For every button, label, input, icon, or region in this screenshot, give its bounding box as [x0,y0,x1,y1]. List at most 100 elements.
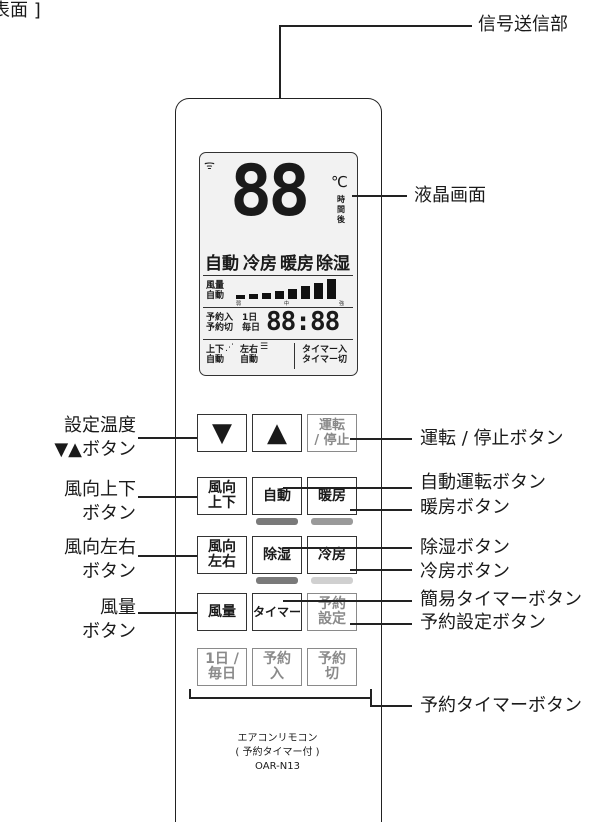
callout-reserve-timer: 予約タイマーボタン [420,695,582,716]
fan-label: 風量 [208,603,236,620]
cool-leader [350,569,412,571]
reserve-on-button[interactable]: 予約 入 [252,648,302,686]
dehumid-label: 除湿 [263,546,291,563]
callout-cool: 冷房ボタン [420,561,510,582]
lcd-reserve-label: 予約入 予約切 [206,313,234,333]
horiz-label: 風向左右 ボタン [34,536,136,584]
lcd-divider-2 [203,307,353,308]
run-stop-label: 運転 / 停止 [314,418,350,448]
horiz-direction-button[interactable]: 風向 左右 [197,536,247,574]
cool-color-strip [311,577,353,584]
lcd-time-label: 時 間 後 [337,195,345,224]
horiz-label-line2: ボタン [82,561,136,582]
fan-scale-weak: 弱 [236,301,242,307]
simple-timer-label: タイマー [253,604,302,619]
fan-label-line2: ボタン [82,621,136,642]
lcd-fan-label: 風量 自動 [206,281,225,301]
vert-leader [138,496,197,498]
model-line-1: エアコンリモコン [237,733,318,744]
auto-color-strip [256,518,298,525]
fan-bar [262,293,271,299]
horiz-label-line1: 風向左右 [64,537,136,558]
dehumid-leader [283,547,412,549]
lcd-timer-label: タイマー入 タイマー切 [302,345,348,365]
reserve-bracket-r [370,689,372,698]
heat-leader [350,509,412,511]
fan-bar [288,289,297,299]
fan-bar [236,295,245,299]
temp-label-line2: ▼▲ボタン [54,439,136,460]
temp-up-label: ▲ [267,417,287,448]
lcd-big-digits: 88 [230,150,310,232]
simple-timer-button[interactable]: タイマー [252,593,302,631]
vert-direction-label: 風向 上下 [208,480,236,511]
horiz-direction-label: 風向 左右 [208,539,236,570]
lcd-leader [352,195,407,197]
dehumid-button[interactable]: 除湿 [252,536,302,574]
lcd-vert-label: 上下 自動 [206,345,225,365]
signal-leader-h [279,25,472,27]
auto-run-label: 自動 [263,487,291,504]
vert-label: 風向上下 ボタン [34,478,136,526]
dehumid-color-strip [256,577,298,584]
callout-run-stop: 運転 / 停止ボタン [420,428,564,449]
callout-simple-timer: 簡易タイマーボタン [420,589,582,610]
reserve-leader [370,705,412,707]
temp-up-button[interactable]: ▲ [252,414,302,452]
temp-down-button[interactable]: ▼ [197,414,247,452]
vert-swing-icon: ⋰ [225,343,234,353]
fan-bar [327,279,336,299]
fan-level-bars [236,277,346,303]
heat-color-strip [311,518,353,525]
lcd-mode-auto: 自動 [205,254,239,274]
heat-button[interactable]: 暖房 [307,477,357,515]
lcd-day-label: 1日 毎日 [242,313,261,333]
fan-label-line1: 風量 [100,597,136,618]
model-text: エアコンリモコン ( 予約タイマー付 ) OAR-N13 [175,732,380,774]
fan-bar [275,291,284,299]
fan-bar [314,283,323,299]
callout-reserve-set: 予約設定ボタン [420,612,546,633]
fan-bar [301,286,310,299]
reserve-on-label: 予約 入 [263,651,291,682]
horiz-swing-icon: ☰ [260,342,269,352]
lcd-horiz-label: 左右 自動 [240,345,259,365]
lcd-divider-4 [294,343,295,369]
auto-run-leader [283,487,412,489]
signal-leader-v [279,25,281,98]
run-stop-leader [350,438,412,440]
reserve-off-label: 予約 切 [318,651,346,682]
fan-scale-strong: 強 [339,301,345,307]
day-button[interactable]: 1日 / 毎日 [197,648,247,686]
reserve-bracket-l [189,689,191,698]
model-line-3: OAR-N13 [255,761,300,772]
reserve-set-leader [350,623,412,625]
callout-heat: 暖房ボタン [420,497,510,518]
auto-run-button[interactable]: 自動 [252,477,302,515]
temp-label-line1: 設定温度 [64,415,136,436]
lcd-clock: 88:88 [266,307,340,337]
lcd-mode-dehumid: 除湿 [316,254,350,274]
reserve-set-button[interactable]: 予約 設定 [307,593,357,631]
model-line-2: ( 予約タイマー付 ) [235,747,320,758]
vert-label-line1: 風向上下 [64,479,136,500]
vert-direction-button[interactable]: 風向 上下 [197,477,247,515]
reserve-off-button[interactable]: 予約 切 [307,648,357,686]
reserve-bracket-h [189,697,371,699]
fan-left-label: 風量 ボタン [34,596,136,644]
lcd-screen: ᯤ 88 ℃ 時 間 後 自動 冷房 暖房 除湿 風量 自動 弱 中 強 予約入… [199,150,358,376]
cool-button[interactable]: 冷房 [307,536,357,574]
corner-label: 表面 ] [0,0,41,21]
temp-leader [138,437,197,439]
simple-timer-leader [283,600,412,602]
cool-label: 冷房 [318,546,346,563]
lcd-mode-cool: 冷房 [243,254,277,274]
day-label: 1日 / 毎日 [205,651,239,682]
reserve-set-label: 予約 設定 [318,596,346,627]
lcd-divider-1 [203,275,353,276]
lcd-divider-3 [203,339,353,340]
reserve-leader-join [370,697,372,706]
callout-lcd: 液晶画面 [414,185,486,206]
run-stop-button[interactable]: 運転 / 停止 [307,414,357,452]
fan-button[interactable]: 風量 [197,593,247,631]
